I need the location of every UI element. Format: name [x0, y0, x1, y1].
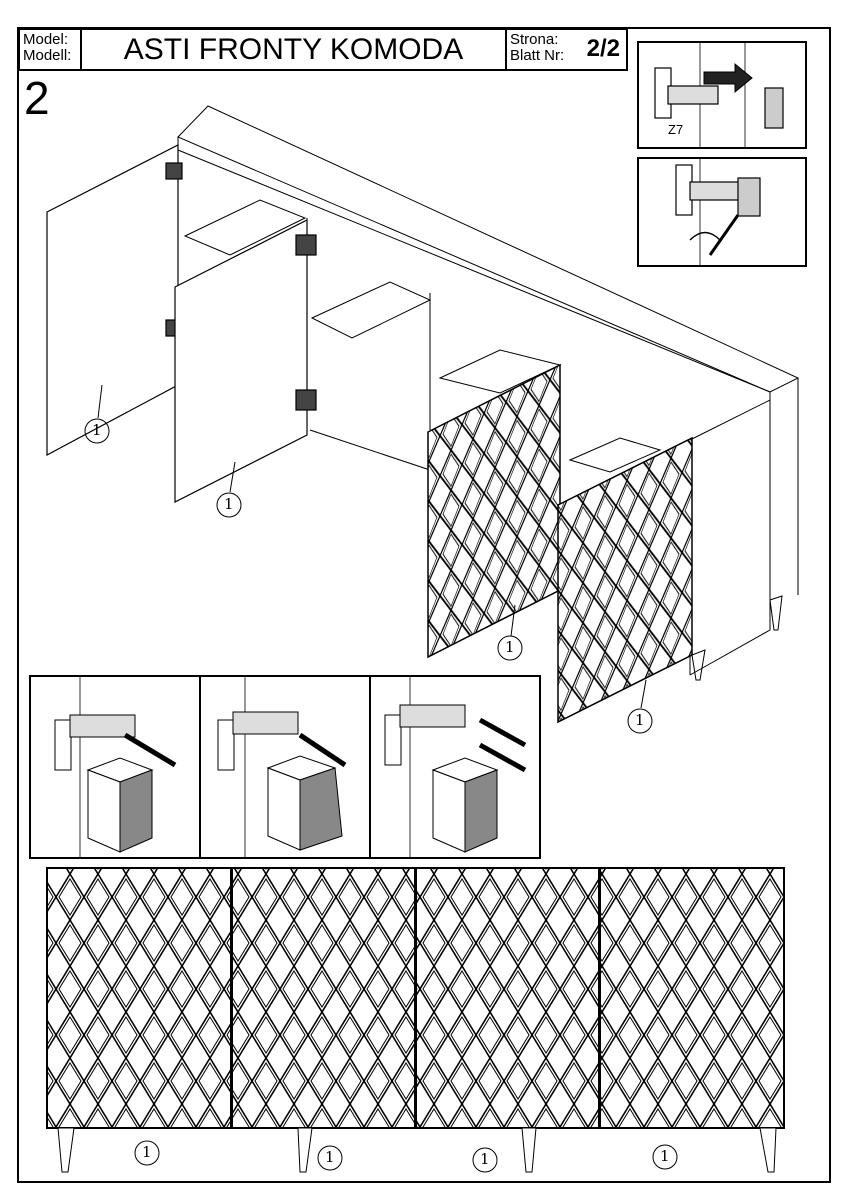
- arrow-right-icon: [703, 62, 753, 94]
- part-label: 1: [505, 638, 515, 656]
- blatt-label: Blatt Nr:: [510, 47, 565, 64]
- step-number: 2: [24, 72, 50, 124]
- part-label: 1: [92, 421, 102, 439]
- door-third-patterned: [427, 363, 561, 659]
- leg: [769, 595, 783, 631]
- door-second-plain: [174, 219, 317, 503]
- part-code-z7: Z7: [668, 122, 684, 137]
- page-cell: Strona: Blatt Nr: 2/2: [505, 28, 628, 71]
- part-label: 1: [635, 711, 645, 729]
- inset-hinge-attach: [637, 41, 807, 149]
- part-label: 1: [325, 1148, 335, 1166]
- hinge: [295, 234, 317, 256]
- part-label: 1: [224, 495, 234, 513]
- hinge: [295, 389, 317, 411]
- inset-hinge-screw: [637, 157, 807, 267]
- front-door-4: [599, 867, 785, 1129]
- leg: [57, 1127, 75, 1173]
- front-door-3: [415, 867, 600, 1129]
- hinge-adjustment-panels: [29, 675, 541, 859]
- cabinet-isometric: [177, 105, 800, 681]
- leg: [691, 649, 706, 681]
- front-door-1: [46, 867, 232, 1129]
- leg: [759, 1127, 777, 1173]
- door-fourth-patterned: [557, 436, 693, 724]
- adjust-panel-1: [54, 676, 177, 858]
- adjust-panel-3: [384, 676, 527, 858]
- part-label: 1: [660, 1147, 670, 1165]
- modell-label: Modell:: [23, 47, 72, 64]
- model-label: Model:: [23, 31, 69, 48]
- leg: [521, 1127, 537, 1173]
- door-left-plain: [46, 144, 183, 457]
- front-door-2: [231, 867, 416, 1129]
- part-label: 1: [480, 1150, 490, 1168]
- front-view: [46, 867, 785, 1173]
- document-title: ASTI FRONTY KOMODA: [80, 28, 507, 71]
- part-label: 1: [142, 1143, 152, 1161]
- page-number: 2/2: [586, 35, 620, 62]
- model-label-cell: Model: Modell:: [18, 28, 82, 71]
- adjust-panel-2: [217, 676, 347, 858]
- hinge: [165, 162, 183, 180]
- leg: [297, 1127, 313, 1173]
- strona-label: Strona:: [510, 31, 559, 48]
